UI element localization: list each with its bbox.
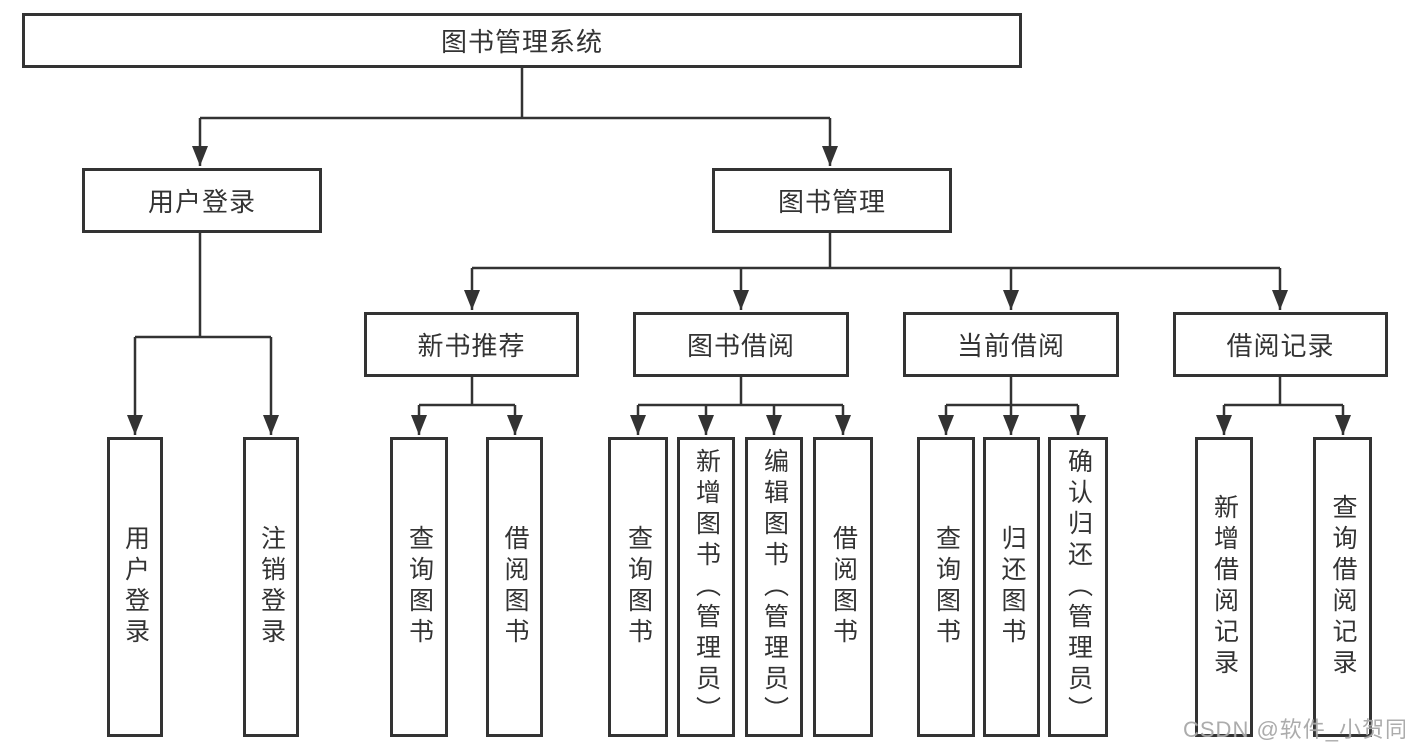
edge-root-to-level2	[192, 67, 838, 166]
leaf-bb-borrow-books: 借阅图书	[813, 437, 873, 737]
node-root-library-system: 图书管理系统	[22, 13, 1022, 68]
leaf-br-add-record: 新增借阅记录	[1195, 437, 1253, 737]
leaf-logout-login: 注销登录	[243, 437, 299, 737]
node-book-borrowing: 图书借阅	[633, 312, 849, 377]
leaf-nb-borrow-books: 借阅图书	[486, 437, 543, 737]
edge-current-borrowing-to-leaves	[938, 375, 1086, 435]
node-new-book-recommend: 新书推荐	[364, 312, 579, 377]
node-user-login: 用户登录	[82, 168, 322, 233]
node-current-borrowing: 当前借阅	[903, 312, 1119, 377]
leaf-bb-edit-books-admin: 编辑图书（管理员）	[745, 437, 803, 737]
edge-user-login-to-leaves	[127, 232, 279, 435]
leaf-br-query-record: 查询借阅记录	[1313, 437, 1372, 737]
leaf-nb-query-books: 查询图书	[390, 437, 448, 737]
leaf-cb-confirm-return-admin: 确认归还（管理员）	[1048, 437, 1108, 737]
node-book-management: 图书管理	[712, 168, 952, 233]
edge-book-borrowing-to-leaves	[630, 375, 851, 435]
csdn-watermark: CSDN @软件_小贺同学	[1183, 717, 1405, 742]
edge-book-management-to-level3	[464, 232, 1288, 310]
leaf-bb-add-books-admin: 新增图书（管理员）	[677, 437, 735, 737]
leaf-cb-query-books: 查询图书	[917, 437, 975, 737]
node-borrow-records: 借阅记录	[1173, 312, 1388, 377]
leaf-cb-return-books: 归还图书	[983, 437, 1040, 737]
edge-new-book-recommend-to-leaves	[411, 375, 523, 435]
leaf-bb-query-books: 查询图书	[608, 437, 668, 737]
edge-borrow-records-to-leaves	[1216, 375, 1351, 435]
leaf-user-login: 用户登录	[107, 437, 163, 737]
